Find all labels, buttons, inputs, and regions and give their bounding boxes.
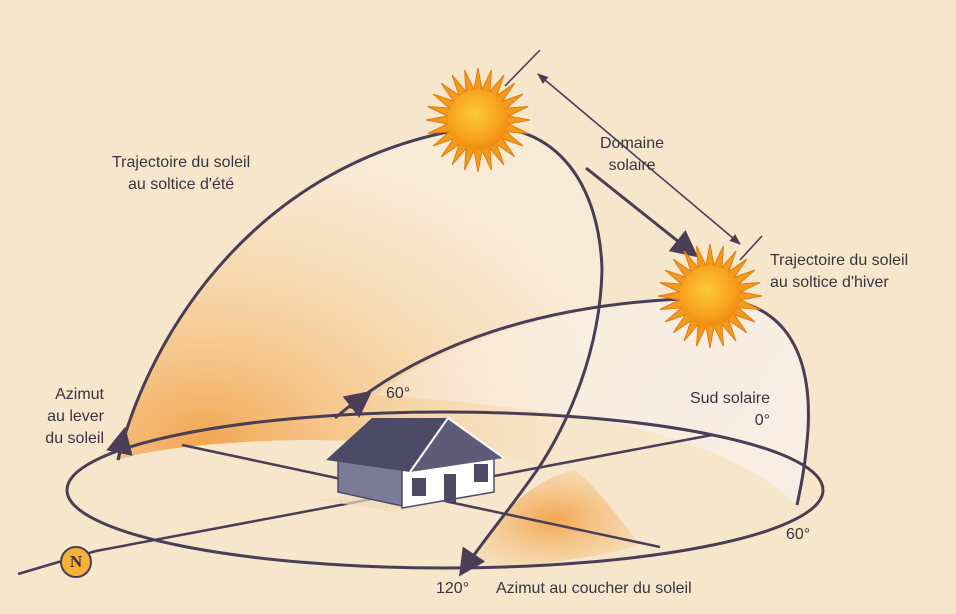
winter-path-shade <box>375 298 809 505</box>
sun-icon <box>657 243 763 349</box>
angle-120-label: 120° <box>436 580 470 597</box>
summer-sun-ray <box>504 49 541 87</box>
angle-60-top-label: 60° <box>386 385 411 402</box>
solar-domain-arrow <box>537 73 741 245</box>
winter-path-label-line-1: Trajectoire du soleil <box>770 252 909 269</box>
sun-transition-arrow <box>585 166 699 258</box>
sun-icon <box>425 67 531 173</box>
summer-start-arrow <box>106 426 133 461</box>
sunrise-azimuth-label: Azimut au lever du soleil <box>30 384 104 450</box>
sunrise-azimuth-label-line-3: du soleil <box>45 430 104 447</box>
solar-south-label-line-1: Sud solaire <box>689 390 770 407</box>
sunrise-azimuth-label-line-2: au lever <box>47 408 104 425</box>
winter-sun-ray <box>739 235 763 261</box>
angle-60-right-label: 60° <box>786 526 811 543</box>
winter-path-label: Trajectoire du soleil au soltice d'hiver <box>770 250 908 294</box>
ground-shade <box>468 470 640 568</box>
summer-path-label: Trajectoire du soleil au soltice d'été <box>112 152 250 196</box>
house-icon <box>318 416 505 512</box>
solar-south-label: Sud solaire 0° <box>668 388 770 432</box>
sunset-azimuth-label: Azimut au coucher du soleil <box>496 580 692 597</box>
solar-domain-label-line-2: solaire <box>608 157 656 174</box>
solar-domain-label: Domaine solaire <box>600 133 664 177</box>
winter-start-arrow <box>342 390 373 418</box>
solar-south-label-line-2: 0° <box>754 412 770 429</box>
compass-north-icon <box>60 546 92 578</box>
sunrise-azimuth-label-line-1: Azimut <box>55 386 104 403</box>
summer-path-label-line-2: au soltice d'été <box>127 176 235 193</box>
summer-path-label-line-1: Trajectoire du soleil <box>112 154 251 171</box>
compass-north-letter: N <box>69 552 83 571</box>
horizon-ellipse <box>65 410 825 570</box>
winter-path-label-line-2: au soltice d'hiver <box>770 274 889 291</box>
solar-domain-label-line-1: Domaine <box>600 135 665 152</box>
